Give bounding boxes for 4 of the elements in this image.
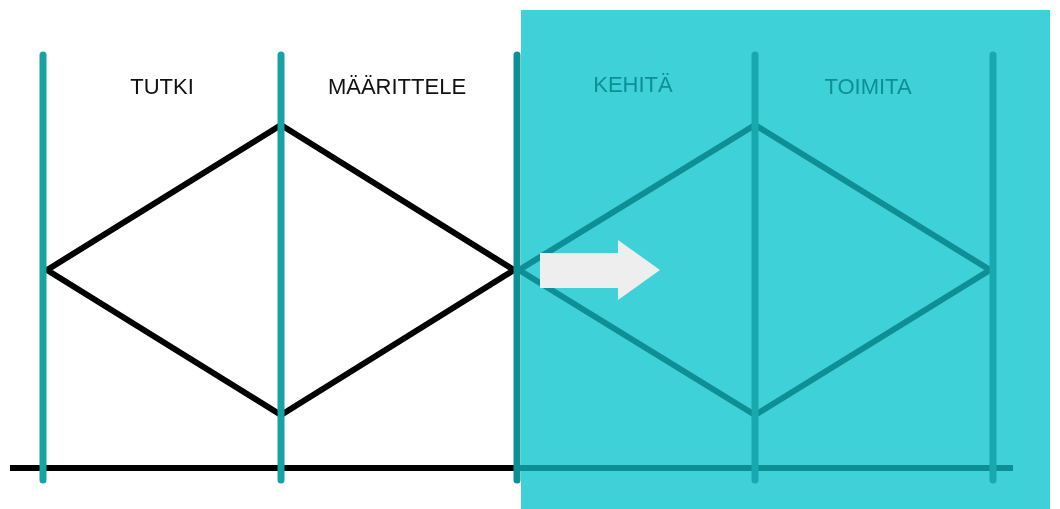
phase-label: TUTKI — [130, 74, 194, 100]
phase-label: TOIMITA — [824, 74, 912, 100]
phase-label: KEHITÄ — [593, 72, 673, 98]
phase-label: MÄÄRITTELE — [327, 74, 467, 100]
